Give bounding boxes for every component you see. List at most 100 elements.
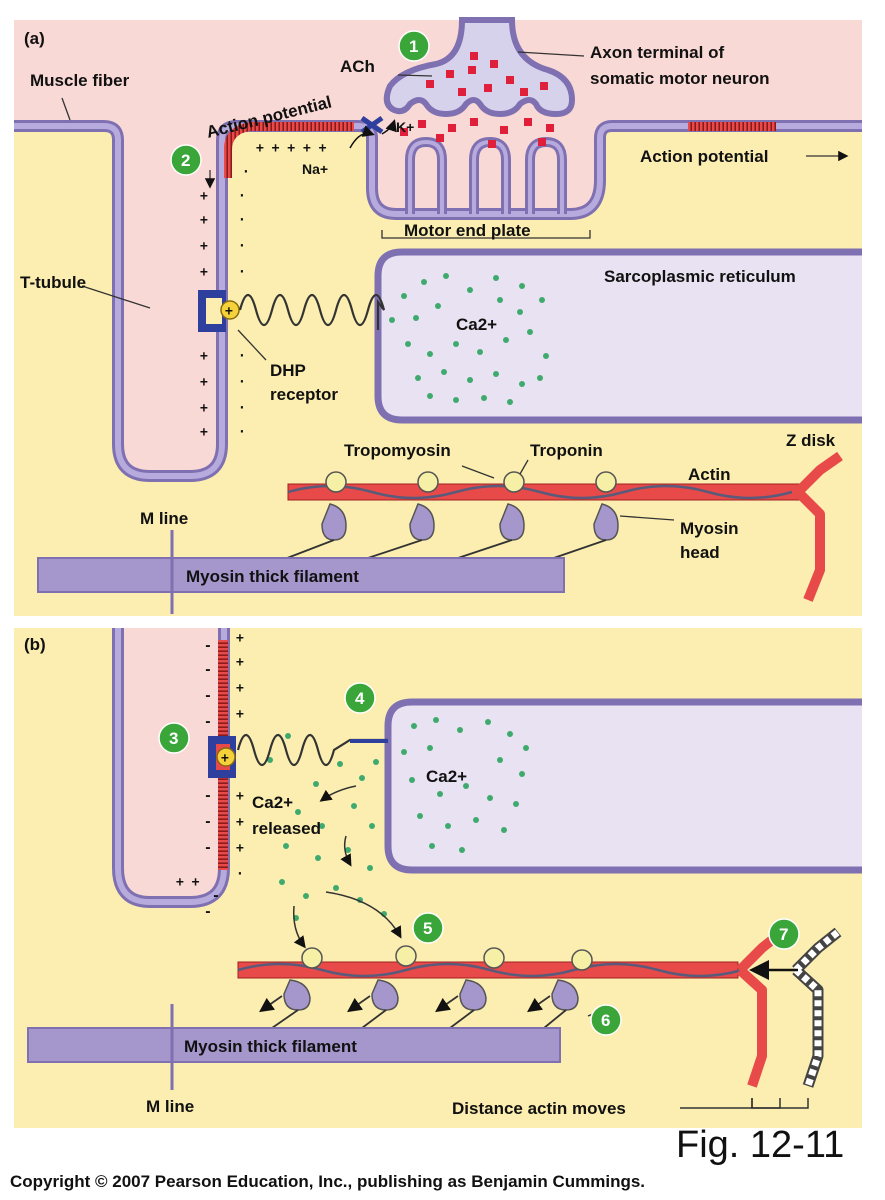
svg-text:+: + (236, 631, 244, 646)
svg-text:·: · (238, 401, 246, 416)
svg-text:+: + (200, 349, 208, 364)
distance-actin-moves-label: Distance actin moves (452, 1099, 626, 1118)
svg-text:-: - (204, 905, 212, 920)
ryanodine-receptor-link-b (236, 733, 388, 767)
svg-text:·: · (236, 867, 244, 882)
svg-text:·: · (238, 425, 246, 440)
sarcoplasmic-reticulum-a (374, 248, 862, 424)
dhp-receptor-label-line1: DHP (270, 361, 306, 380)
svg-text:7: 7 (779, 925, 788, 944)
svg-text:·: · (238, 239, 246, 254)
sarcoplasmic-reticulum-b (384, 698, 862, 874)
t-tubule-label: T-tubule (20, 273, 86, 292)
myosin-head-label-line2: head (680, 543, 720, 562)
svg-text:+: + (200, 189, 208, 204)
svg-text:+: + (236, 789, 244, 804)
calcium-released-label-line2: released (252, 819, 321, 838)
svg-text:+: + (200, 213, 208, 228)
svg-text:+ +: + + (176, 875, 200, 890)
svg-text:·: · (242, 165, 250, 180)
svg-text:+: + (236, 655, 244, 670)
svg-text:·: · (238, 349, 246, 364)
troponin-label: Troponin (530, 441, 603, 460)
tropomyosin-b (237, 962, 743, 978)
membrane-charges-a: + + + + + + + + · · · · · · · · + + + + + · (200, 141, 327, 440)
figure-label: Fig. 12-11 (676, 1124, 845, 1166)
panel-b-label: (b) (24, 635, 46, 654)
svg-text:+: + (200, 425, 208, 440)
step-badge-6: 6 (590, 1004, 622, 1036)
myosin-heads-a (321, 503, 619, 541)
svg-text:2: 2 (181, 151, 190, 170)
panel-a: + + + + + + + + + · · · · · · · · + + + + + · (14, 17, 862, 616)
svg-text:-: - (204, 689, 212, 704)
svg-text:+: + (221, 751, 229, 766)
dhp-gate-b (216, 747, 236, 767)
svg-text:+: + (236, 681, 244, 696)
muscle-fiber-label: Muscle fiber (30, 71, 130, 90)
action-potential-right-label: Action potential (640, 147, 768, 166)
panel-b: + -- -- -- -+ + ++ ++ ++ +· -- (14, 628, 862, 1128)
svg-text:+: + (236, 815, 244, 830)
step-badge-5: 5 (412, 912, 444, 944)
myosin-thick-filament-a (37, 557, 565, 593)
ach-label: ACh (340, 57, 375, 76)
svg-text:5: 5 (423, 919, 432, 938)
svg-text:+: + (236, 707, 244, 722)
svg-text:3: 3 (169, 729, 178, 748)
step-badge-7: 7 (768, 918, 800, 950)
svg-text:+ + + + +: + + + + + (256, 141, 327, 156)
ach-vesicles (400, 52, 554, 148)
panel-a-label: (a) (24, 29, 45, 48)
tropomyosin-label: Tropomyosin (344, 441, 451, 460)
svg-text:+: + (236, 841, 244, 856)
svg-text:-: - (204, 789, 212, 804)
svg-text:·: · (238, 189, 246, 204)
troponin-complexes-a (325, 471, 617, 493)
svg-text:+: + (200, 401, 208, 416)
myosin-head-label-line1: Myosin (680, 519, 739, 538)
calcium-dots-b-released (267, 733, 387, 921)
svg-text:-: - (204, 815, 212, 830)
svg-text:+: + (200, 239, 208, 254)
action-potential-propagating (688, 122, 776, 131)
dhp-gate-a (220, 300, 240, 320)
calcium-dots-a (389, 273, 549, 405)
membrane-charges-b: -- -- -- -+ + ++ ++ ++ +· -- (176, 631, 244, 920)
ryanodine-receptor-link-a (238, 293, 386, 330)
z-disk-label: Z disk (786, 431, 836, 450)
sarcoplasmic-reticulum-label: Sarcoplasmic reticulum (604, 267, 796, 286)
dhp-receptor-label-line2: receptor (270, 385, 338, 404)
myosin-thick-filament-b (27, 1027, 561, 1063)
svg-text:+: + (200, 265, 208, 280)
myosin-necks-a (281, 539, 607, 561)
copyright-notice: Copyright © 2007 Pearson Education, Inc.… (10, 1172, 646, 1191)
step-badge-3: 3 (158, 722, 190, 754)
calcium-dots-b-inside (401, 717, 529, 853)
myosin-heads-b (283, 979, 579, 1011)
svg-text:6: 6 (601, 1011, 610, 1030)
svg-text:·: · (238, 213, 246, 228)
tropomyosin-a (287, 484, 793, 500)
m-line-label-b: M line (146, 1097, 194, 1116)
actin-label: Actin (688, 465, 731, 484)
step-badge-2: 2 (170, 144, 202, 176)
svg-text:1: 1 (409, 37, 418, 56)
svg-text:·: · (238, 265, 246, 280)
action-potential-segment (258, 122, 354, 131)
motor-end-plate-label: Motor end plate (404, 221, 531, 240)
na-ion-label: Na+ (302, 161, 328, 177)
thick-filament-label-a: Myosin thick filament (186, 567, 359, 586)
troponin-complexes-b (301, 945, 593, 971)
z-disk-a (794, 451, 843, 602)
na-k-channel (349, 115, 397, 149)
svg-text:+: + (200, 375, 208, 390)
thick-filament-label-b: Myosin thick filament (184, 1037, 357, 1056)
axon-terminal-label-line2: somatic motor neuron (590, 69, 769, 88)
power-stroke-arrows (259, 995, 567, 1029)
svg-text:·: · (238, 375, 246, 390)
svg-text:4: 4 (355, 689, 365, 708)
axon-terminal-label-line1: Axon terminal of (590, 43, 724, 62)
svg-text:-: - (204, 639, 212, 654)
